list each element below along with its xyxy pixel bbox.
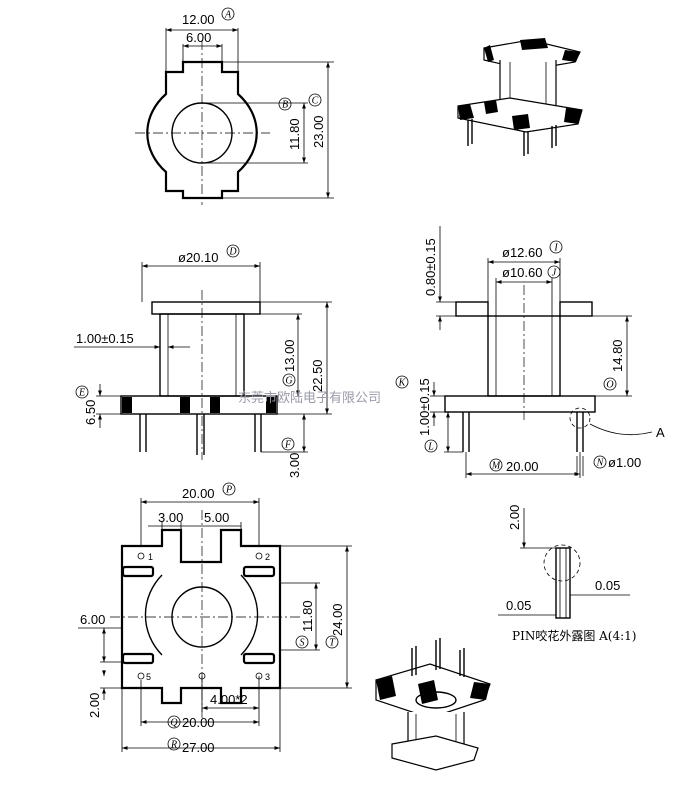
callout-b-icon [278,97,292,111]
callout-t-icon [325,635,339,649]
callout-l-icon [424,439,438,453]
callout-m-icon [489,458,503,472]
dim-front-dia: ø20.10 [178,250,218,265]
callout-p-icon [222,482,236,496]
dim-detail-b: 0.05 [506,598,531,613]
label-q: Q [170,718,178,729]
dim-side-inner: ø10.60 [502,265,542,280]
callout-i-icon [549,240,563,254]
side-view: ø12.60 I ø10.60 J 0.80±0.15 14.80 O 1.00… [395,226,665,478]
label-p: P [225,485,232,496]
callout-q-icon [167,715,181,729]
dim-bottom-w20: 20.00 [182,715,215,730]
dim-top-height: 23.00 [311,115,326,148]
top-view: 12.00 A 6.00 11.80 B 23.00 C [135,7,334,205]
callout-o-icon [603,377,617,391]
pin-label-3: 3 [265,672,270,682]
callout-e-icon [75,385,89,399]
dim-top-inner: 11.80 [287,118,302,150]
dim-side-flange: 0.80±0.15 [423,238,438,296]
callout-f-icon [281,437,295,451]
label-f: F [284,440,292,451]
pin-label-5: 5 [146,672,151,682]
dim-side-outer: ø12.60 [502,245,542,260]
callout-a-icon [221,7,235,21]
label-d: D [228,247,237,258]
dim-detail-h: 2.00 [507,505,522,530]
label-l: L [427,442,434,453]
label-j: J [552,268,557,279]
isometric-bottom-view [375,638,491,771]
label-c: C [312,96,319,107]
detail-caption: PIN咬花外露图 A(4:1) [512,628,636,643]
callout-k-icon [395,375,409,389]
dim-side-winding: 14.80 [610,339,625,372]
label-a: A [224,10,232,21]
label-t: T [329,638,336,649]
label-k: K [398,378,407,389]
pin-label-1: 1 [148,552,153,562]
dim-front-base: 6.50 [83,400,98,425]
dim-bottom-w27: 27.00 [182,740,215,755]
dim-bottom-w3: 3.00 [158,510,183,525]
dim-side-base: 1.00±0.15 [417,378,432,436]
dim-bottom-w5: 5.00 [204,510,229,525]
watermark-text: 东莞市欧陆电子有限公司 [238,390,381,406]
callout-n-icon [593,455,607,469]
pin-hole-1-icon [137,552,145,560]
pin-detail-view: 2.00 0.05 0.05 PIN咬花外露图 A(4:1) [498,505,636,643]
label-g: G [285,376,292,387]
dim-bottom-h24: 24.00 [330,603,345,636]
pin-label-2: 2 [265,552,270,562]
pin-hole-2-icon [255,552,263,560]
dim-bottom-pitch: 4.00*2 [210,692,248,707]
isometric-top-view [457,38,583,156]
dim-bottom-h2: 2.00 [87,693,102,718]
dim-bottom-h118: 11.80 [300,600,315,632]
dim-side-pin-dia: ø1.00 [608,455,641,470]
pin-hole-5-icon [137,672,145,680]
callout-r-icon [167,737,181,751]
dim-bottom-top: 20.00 [182,486,215,501]
label-i: I [553,243,558,254]
dim-front-total: 22.50 [310,359,325,392]
dim-front-winding: 13.00 [282,339,297,372]
dim-detail-a: 0.05 [595,578,620,593]
callout-g-icon [282,373,296,387]
dim-side-pitch: 20.00 [506,459,539,474]
label-o: O [606,380,613,391]
label-r: R [170,740,177,751]
label-s: S [300,638,305,649]
dim-top-width: 12.00 [182,12,215,27]
callout-j-icon [547,265,561,279]
label-m: M [491,461,501,472]
dim-top-slot: 6.00 [186,30,211,45]
callout-s-icon [295,635,309,649]
label-n: N [596,458,605,469]
dim-bottom-w6: 6.00 [80,612,105,627]
label-b: B [282,100,288,111]
callout-d-icon [226,244,240,258]
dim-front-pin: 3.00 [287,453,302,478]
bottom-view: 1 2 3 5 20.00 P 3.00 5.00 6.00 11.80 S [78,482,352,755]
front-view: ø20.10 D 1.00±0.15 13.00 G 22.50 6.50 E … [74,244,332,478]
label-e: E [78,388,85,399]
detail-a-label: A [656,425,665,440]
dim-front-wall: 1.00±0.15 [76,331,134,346]
callout-c-icon [308,93,322,107]
